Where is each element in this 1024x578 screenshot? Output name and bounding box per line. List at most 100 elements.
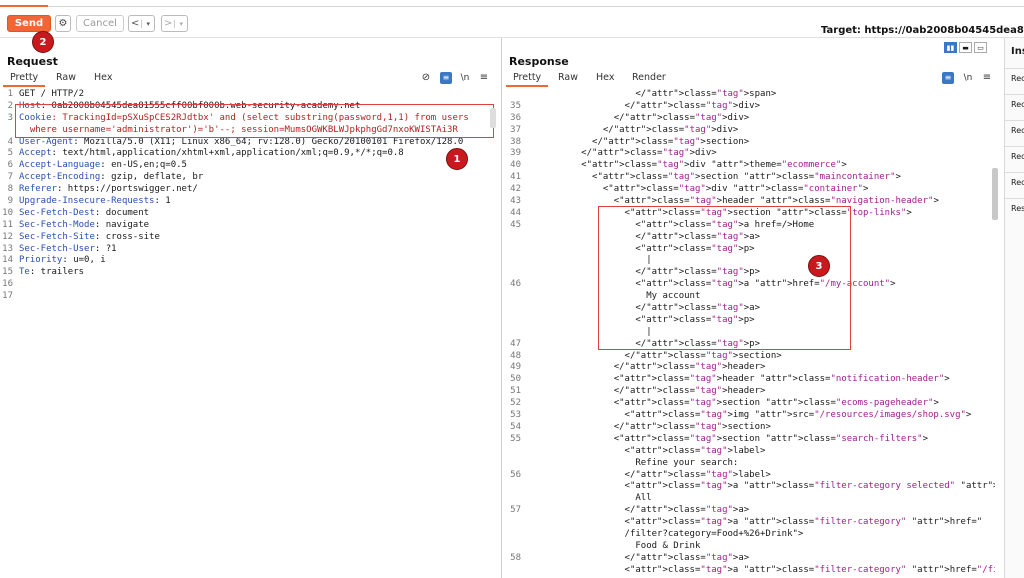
code-line[interactable]: Accept-Encoding: gzip, deflate, br bbox=[19, 172, 204, 183]
code-line[interactable]: </"attr">class="tag">a> bbox=[527, 231, 761, 242]
tab-raw[interactable]: Raw bbox=[558, 72, 578, 83]
code-line[interactable]: <"attr">class="tag">div "attr">class="co… bbox=[527, 184, 869, 195]
code-line[interactable]: </"attr">class="tag">section> bbox=[527, 136, 750, 147]
tab-render[interactable]: Render bbox=[632, 72, 666, 83]
code-line[interactable]: Sec-Fetch-User: ?1 bbox=[19, 243, 117, 254]
code-line[interactable]: | bbox=[527, 255, 652, 266]
code-line[interactable]: </"attr">class="tag">section> bbox=[527, 350, 782, 361]
code-line[interactable]: <"attr">class="tag">a "attr">class="filt… bbox=[527, 564, 995, 575]
code-line[interactable]: <"attr">class="tag">section "attr">class… bbox=[527, 398, 939, 409]
code-line[interactable]: All bbox=[527, 493, 652, 504]
tab-pretty[interactable]: Pretty bbox=[3, 71, 45, 87]
panel-divider[interactable] bbox=[501, 38, 502, 578]
single-panel-icon[interactable]: ▭ bbox=[974, 42, 987, 53]
code-line[interactable]: </"attr">class="tag">a> bbox=[527, 505, 750, 516]
active-repeater-tab[interactable] bbox=[0, 0, 48, 7]
code-line[interactable]: My account bbox=[527, 291, 701, 302]
split-horizontal-icon[interactable]: ▬ bbox=[959, 42, 972, 53]
inspector-item[interactable]: Rec bbox=[1005, 172, 1024, 192]
wrap-icon[interactable]: ≡ bbox=[440, 72, 452, 84]
code-line[interactable]: </"attr">class="tag">div> bbox=[527, 100, 761, 111]
split-vertical-icon[interactable]: ▮▮ bbox=[944, 42, 957, 53]
tab-hex[interactable]: Hex bbox=[596, 72, 615, 83]
code-line[interactable]: </"attr">class="tag">p> bbox=[527, 338, 761, 349]
wrap-icon[interactable]: ≡ bbox=[942, 72, 954, 84]
code-line[interactable]: <"attr">class="tag">section "attr">class… bbox=[527, 207, 912, 218]
code-line[interactable]: <"attr">class="tag">a href=/>Home bbox=[527, 219, 815, 230]
code-line[interactable]: </"attr">class="tag">p> bbox=[527, 267, 761, 278]
code-line[interactable]: Priority: u=0, i bbox=[19, 255, 106, 266]
code-line[interactable]: GET / HTTP/2 bbox=[19, 89, 85, 99]
menu-icon[interactable]: ≡ bbox=[982, 72, 992, 83]
inspector-item[interactable]: Rec bbox=[1005, 120, 1024, 140]
response-scrollbar[interactable] bbox=[992, 168, 998, 220]
inspector-item[interactable]: Res bbox=[1005, 198, 1024, 218]
code-line[interactable] bbox=[19, 279, 469, 291]
menu-icon[interactable]: ≡ bbox=[479, 72, 489, 83]
code-line[interactable]: Sec-Fetch-Site: cross-site bbox=[19, 231, 160, 242]
chevron-down-icon[interactable]: ▾ bbox=[141, 19, 154, 28]
annotation-badge-2: 2 bbox=[32, 31, 54, 53]
code-line[interactable]: Referer: https://portswigger.net/ bbox=[19, 184, 198, 195]
history-forward-button[interactable]: >▾ bbox=[161, 15, 188, 32]
line-number: 10 bbox=[2, 207, 13, 218]
code-line[interactable]: Host: 0ab2008b04545dea81555cff00bf000b.w… bbox=[19, 100, 361, 111]
newline-icon[interactable]: \n bbox=[460, 73, 470, 83]
code-line[interactable] bbox=[19, 291, 469, 303]
code-line[interactable]: </"attr">class="tag">div> bbox=[527, 112, 750, 123]
tab-raw[interactable]: Raw bbox=[56, 72, 76, 83]
code-line[interactable]: </"attr">class="tag">header> bbox=[527, 386, 766, 397]
code-line[interactable]: <"attr">class="tag">p> bbox=[527, 314, 755, 325]
history-back-button[interactable]: <▾ bbox=[128, 15, 155, 32]
code-line[interactable]: </"attr">class="tag">div> bbox=[527, 124, 739, 135]
code-line[interactable]: <"attr">class="tag">header "attr">class=… bbox=[527, 374, 950, 385]
code-line[interactable]: </"attr">class="tag">header> bbox=[527, 362, 766, 373]
code-line[interactable]: <"attr">class="tag">a "attr">class="filt… bbox=[527, 517, 983, 528]
code-line[interactable]: <"attr">class="tag">a "attr">class="filt… bbox=[527, 481, 995, 492]
code-line[interactable]: <"attr">class="tag">section "attr">class… bbox=[527, 433, 929, 444]
code-line[interactable]: User-Agent: Mozilla/5.0 (X11; Linux x86_… bbox=[19, 136, 464, 147]
tab-pretty[interactable]: Pretty bbox=[506, 71, 548, 87]
code-line[interactable]: </"attr">class="tag">label> bbox=[527, 469, 771, 480]
gear-icon[interactable]: ⚙ bbox=[55, 15, 71, 32]
cancel-button[interactable]: Cancel bbox=[76, 15, 124, 32]
code-line[interactable]: Sec-Fetch-Dest: document bbox=[19, 207, 150, 218]
code-line[interactable]: <"attr">class="tag">img "attr">src="/res… bbox=[527, 410, 972, 421]
code-line[interactable]: <"attr">class="tag">section "attr">class… bbox=[527, 172, 901, 183]
tab-hex[interactable]: Hex bbox=[94, 72, 113, 83]
code-line[interactable]: Accept-Language: en-US,en;q=0.5 bbox=[19, 160, 187, 171]
code-line[interactable]: </"attr">class="tag">div> bbox=[527, 148, 717, 159]
code-line[interactable]: </"attr">class="tag">section> bbox=[527, 421, 771, 432]
chevron-down-icon[interactable]: ▾ bbox=[174, 19, 187, 28]
code-line[interactable]: Sec-Fetch-Mode: navigate bbox=[19, 219, 150, 230]
inspector-item[interactable]: Rec bbox=[1005, 146, 1024, 166]
send-button[interactable]: Send bbox=[7, 15, 51, 32]
code-line[interactable]: <"attr">class="tag">p> bbox=[527, 243, 755, 254]
code-line[interactable]: Cookie: TrackingId=pSXuSpCES2RJdtbx' and… bbox=[19, 112, 469, 123]
code-line[interactable]: <"attr">class="tag">a "attr">href="/my-a… bbox=[527, 279, 896, 290]
request-scrollbar[interactable] bbox=[490, 108, 496, 128]
code-line[interactable]: <"attr">class="tag">header "attr">class=… bbox=[527, 196, 939, 207]
eye-off-icon[interactable]: ⊘ bbox=[421, 72, 431, 83]
target-url[interactable]: Target: https://0ab2008b04545dea81555cff… bbox=[821, 25, 1024, 36]
inspector-item[interactable]: Rec bbox=[1005, 94, 1024, 114]
code-line[interactable]: </"attr">class="tag">a> bbox=[527, 303, 761, 314]
code-line[interactable]: <"attr">class="tag">div "attr">theme="ec… bbox=[527, 160, 847, 171]
code-line[interactable]: Te: trailers bbox=[19, 267, 85, 278]
code-line[interactable]: </"attr">class="tag">a> bbox=[527, 552, 750, 563]
code-line[interactable]: /filter?category=Food+%26+Drink"> bbox=[527, 528, 804, 539]
code-line[interactable]: Refine your search: bbox=[527, 457, 739, 468]
code-line[interactable]: | bbox=[527, 326, 652, 337]
inspector-item[interactable]: Rec bbox=[1005, 68, 1024, 88]
code-line[interactable]: Upgrade-Insecure-Requests: 1 bbox=[19, 196, 171, 207]
newline-icon[interactable]: \n bbox=[963, 73, 973, 83]
response-code[interactable]: </"attr">class="tag">span> </"attr">clas… bbox=[527, 89, 995, 577]
code-line[interactable]: where username='administrator')='b'--; s… bbox=[19, 124, 458, 135]
code-line[interactable]: <"attr">class="tag">label> bbox=[527, 445, 766, 456]
code-line[interactable]: </"attr">class="tag">span> bbox=[527, 89, 777, 99]
code-line[interactable]: Accept: text/html,application/xhtml+xml,… bbox=[19, 148, 404, 159]
code-line[interactable]: Food & Drink bbox=[527, 540, 701, 551]
